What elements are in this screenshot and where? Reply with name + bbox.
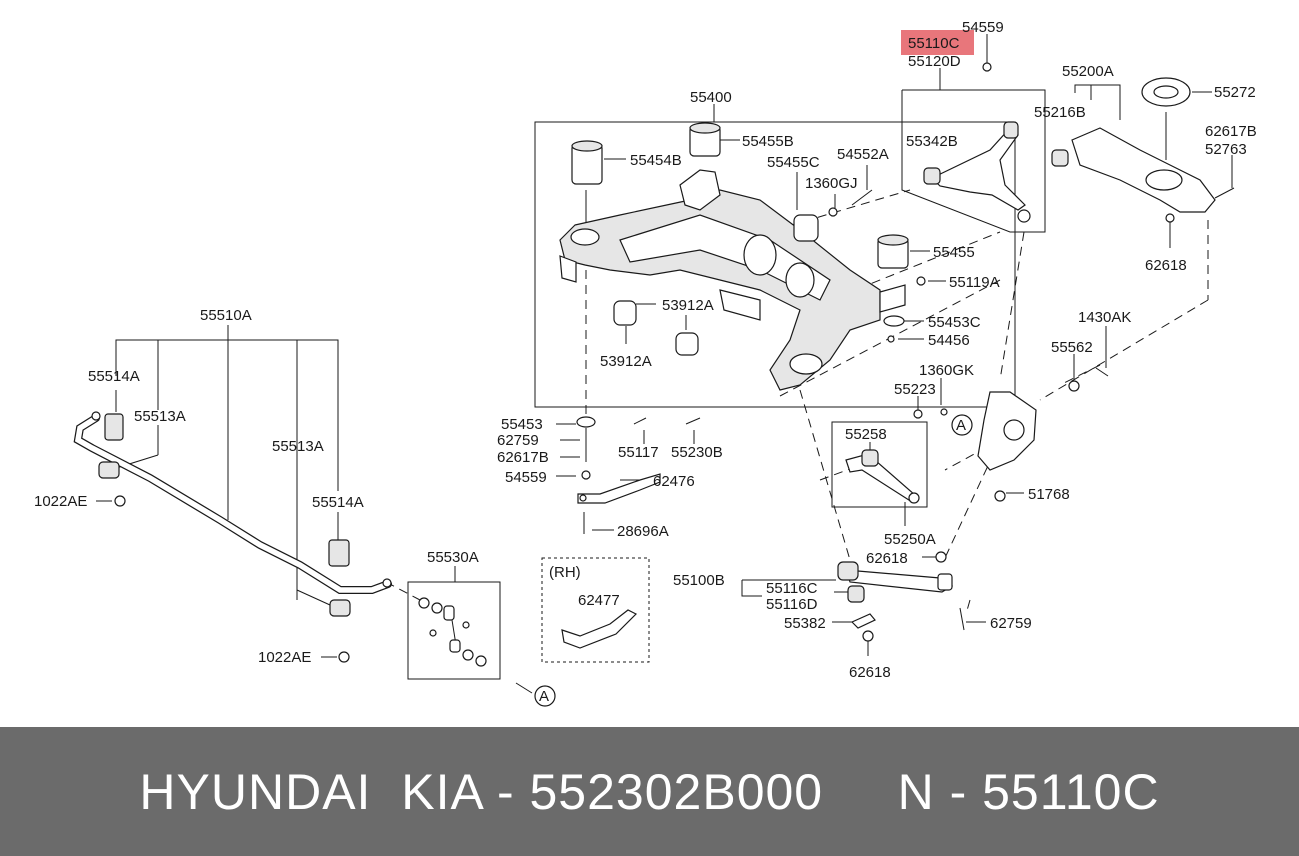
- label-55119A: 55119A: [949, 274, 1000, 291]
- label-1022AE-1: 1022AE: [34, 493, 87, 510]
- label-55100B: 55100B: [673, 572, 725, 589]
- label-28696A: 28696A: [617, 523, 669, 540]
- label-55455C: 55455C: [767, 154, 820, 171]
- label-55342B: 55342B: [906, 133, 958, 150]
- label-1360GK: 1360GK: [919, 362, 974, 379]
- label-55216B: 55216B: [1034, 104, 1086, 121]
- label-62617B-left: 62617B: [497, 449, 549, 466]
- spring-seat: [1141, 77, 1191, 107]
- footer-part-number-text: HYUNDAI KIA - 552302B000 N - 55110C: [139, 763, 1160, 820]
- label-55117: 55117: [618, 444, 659, 461]
- label-55250A: 55250A: [884, 531, 936, 548]
- label-55513A-1: 55513A: [134, 408, 186, 425]
- leader-lines: [96, 34, 1233, 694]
- label-1430AK: 1430AK: [1078, 309, 1131, 326]
- label-55453C: 55453C: [928, 314, 981, 331]
- label-55455B: 55455B: [742, 133, 794, 150]
- ref-marker-a-link: [534, 685, 556, 707]
- label-55453: 55453: [501, 416, 543, 433]
- label-55514A-1: 55514A: [88, 368, 140, 385]
- lower-control-arm: [1051, 127, 1235, 223]
- bracket-and-fasteners: [561, 416, 701, 649]
- label-55272: 55272: [1214, 84, 1256, 101]
- label-55514A-2: 55514A: [312, 494, 364, 511]
- label-62618-bottom-2: 62618: [849, 664, 891, 681]
- subframe-group-box: [534, 121, 1016, 408]
- label-55223: 55223: [894, 381, 936, 398]
- trailing-arm: [837, 551, 965, 642]
- stabilizer-link-group-box: [407, 581, 501, 680]
- label-55530A: 55530A: [427, 549, 479, 566]
- label-55455: 55455: [933, 244, 975, 261]
- exploded-parts-diagram: 55110C 54559 55120D 55200A 55272 55400 5…: [34, 19, 1257, 707]
- label-55116D: 55116D: [766, 596, 818, 613]
- label-54559-bottom: 54559: [505, 469, 547, 486]
- label-55258: 55258: [845, 426, 887, 443]
- label-62618-right: 62618: [1145, 257, 1187, 274]
- label-55230B: 55230B: [671, 444, 723, 461]
- label-54559-top: 54559: [962, 19, 1004, 36]
- label-1022AE-2: 1022AE: [258, 649, 311, 666]
- label-51768: 51768: [1028, 486, 1070, 503]
- ref-marker-a-knuckle: [951, 414, 973, 436]
- label-a-knuckle: A: [956, 417, 966, 434]
- upper-arm-group-box: [901, 89, 1046, 233]
- label-62618-bottom-1: 62618: [866, 550, 908, 567]
- upper-control-arm: [923, 62, 1031, 223]
- label-54456: 54456: [928, 332, 970, 349]
- label-55382: 55382: [784, 615, 826, 632]
- label-55562: 55562: [1051, 339, 1093, 356]
- link-group-box: [831, 421, 928, 508]
- label-52763: 52763: [1205, 141, 1247, 158]
- label-55200A: 55200A: [1062, 63, 1114, 80]
- subframe-bushings: [571, 122, 926, 356]
- label-55110C: 55110C: [908, 35, 960, 52]
- label-62477: 62477: [578, 592, 620, 609]
- label-1360GJ: 1360GJ: [805, 175, 858, 192]
- label-62617B-right: 62617B: [1205, 123, 1257, 140]
- label-55116C: 55116C: [766, 580, 818, 597]
- label-55513A-2: 55513A: [272, 438, 324, 455]
- stabilizer-link-parts: [418, 597, 487, 667]
- label-53912A-2: 53912A: [600, 353, 652, 370]
- label-55400: 55400: [690, 89, 732, 106]
- label-62476: 62476: [653, 473, 695, 490]
- label-62759-2: 62759: [990, 615, 1032, 632]
- highlight-box: [901, 30, 974, 55]
- part-number-labels: 55110C 54559 55120D 55200A 55272 55400 5…: [34, 19, 1257, 705]
- label-55120D: 55120D: [908, 53, 961, 70]
- rh-bracket-group-box: [541, 557, 650, 663]
- label-a-link: A: [539, 688, 549, 705]
- label-62759-1: 62759: [497, 432, 539, 449]
- stabilizer-bar: [73, 411, 392, 663]
- label-55510A: 55510A: [200, 307, 252, 324]
- rear-knuckle: [913, 367, 1109, 502]
- label-55454B: 55454B: [630, 152, 682, 169]
- label-53912A-1: 53912A: [662, 297, 714, 314]
- part-number-footer-bar: HYUNDAI KIA - 552302B000 N - 55110C: [0, 727, 1299, 856]
- toe-link: [845, 449, 920, 504]
- label-54552A: 54552A: [837, 146, 889, 163]
- label-rh: (RH): [549, 564, 581, 581]
